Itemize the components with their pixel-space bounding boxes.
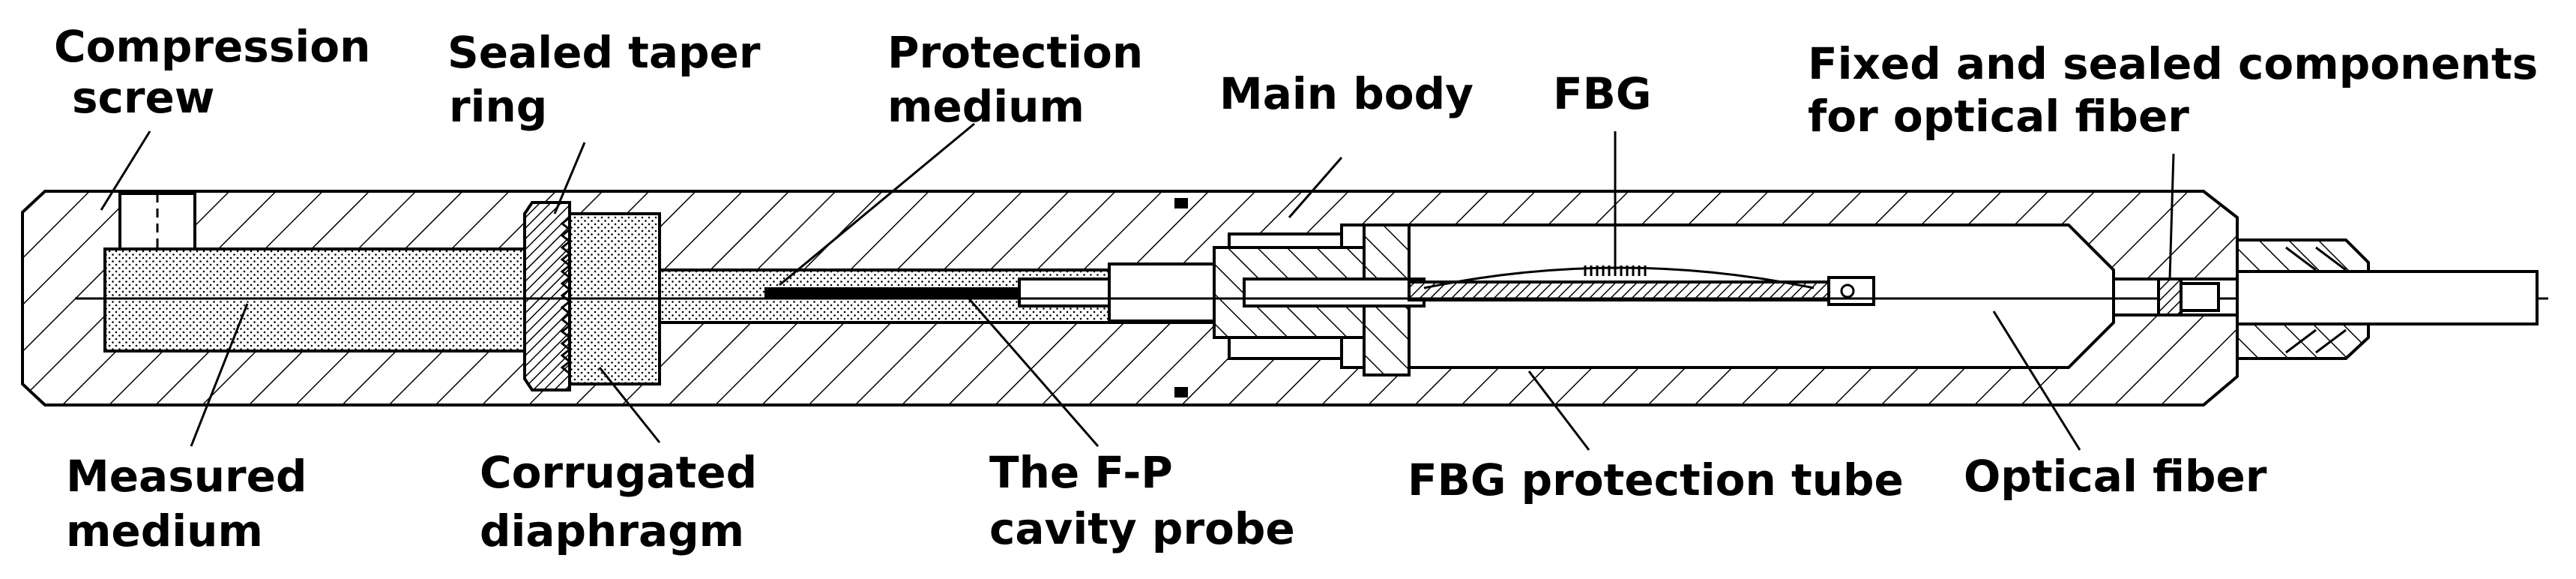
compression-screw — [118, 192, 196, 250]
labels: Compression screw Sealed taper ring Prot… — [54, 21, 2538, 556]
label-compression-screw-line2: screw — [72, 72, 214, 123]
o-rings — [1174, 198, 1188, 398]
label-measured-medium-line2: medium — [66, 506, 263, 556]
label-sealed-taper-ring-line1: Sealed taper — [447, 27, 761, 78]
measured-medium-chamber — [103, 248, 549, 352]
label-fp-probe-line1: The F-P — [989, 447, 1173, 498]
fbg-protection-tube — [1408, 266, 1875, 306]
leader-lines — [100, 122, 2175, 451]
label-protection-medium-line2: medium — [887, 81, 1085, 132]
label-compression-screw-line1: Compression — [54, 21, 370, 72]
label-fp-probe-line2: cavity probe — [989, 503, 1295, 554]
label-fixed-sealed-line1: Fixed and sealed components — [1808, 38, 2538, 89]
label-measured-medium-line1: Measured — [66, 451, 307, 502]
label-fixed-sealed-line2: for optical fiber — [1808, 91, 2189, 142]
label-optical-fiber: Optical fiber — [1964, 451, 2267, 502]
label-fbg-protection-tube: FBG protection tube — [1408, 454, 1904, 506]
label-fbg: FBG — [1553, 68, 1651, 119]
label-sealed-taper-ring-line2: ring — [449, 81, 547, 132]
label-corrugated-diaphragm-line2: diaphragm — [480, 506, 744, 556]
label-corrugated-diaphragm-line1: Corrugated — [480, 447, 757, 498]
sealed-taper-ring — [523, 201, 571, 392]
label-main-body: Main body — [1219, 68, 1473, 119]
fiber-seal-components — [2157, 238, 2539, 360]
label-protection-medium-line1: Protection — [887, 27, 1143, 78]
fitting-nut — [1213, 224, 1426, 376]
fbg-grating — [1584, 266, 1647, 276]
